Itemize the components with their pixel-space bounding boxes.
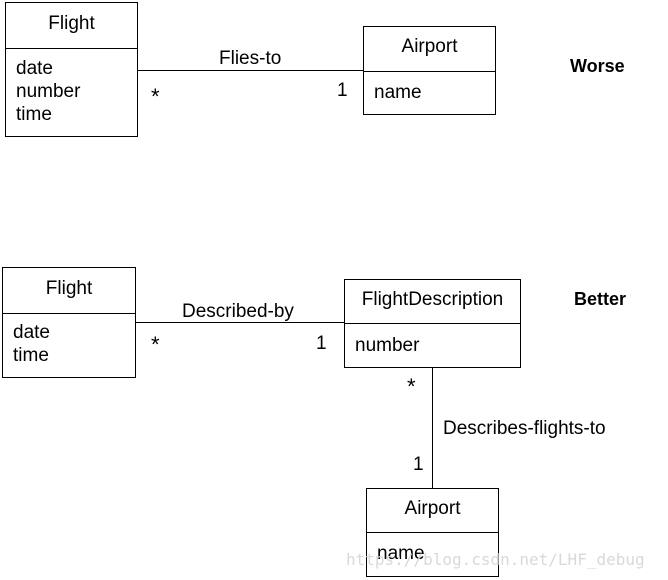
multiplicity-description: * (407, 374, 416, 399)
multiplicity-airport: 1 (413, 454, 424, 475)
association-line-described-by (136, 322, 345, 323)
attribute-name: name (377, 543, 425, 564)
association-label-flies-to: Flies-to (219, 48, 282, 69)
class-attributes: name (367, 533, 498, 565)
worse-airport-class: Airport name (363, 26, 496, 115)
watermark: https://blog.csdn.net/LHF_debug (346, 550, 645, 569)
class-name: Airport (364, 27, 495, 72)
multiplicity-airport: 1 (337, 80, 348, 101)
association-line-flies-to (138, 70, 363, 71)
class-name: FlightDescription (345, 280, 520, 324)
class-name: Flight (3, 268, 135, 314)
association-label-described-by: Described-by (182, 301, 294, 322)
multiplicity-flight: * (151, 332, 160, 357)
better-airport-class: Airport name (366, 488, 499, 577)
attribute-time: time (13, 345, 49, 366)
class-name: Flight (6, 3, 137, 49)
association-line-describes-flights-to (432, 368, 433, 489)
class-attributes: number (345, 324, 520, 357)
association-label-describes-flights-to: Describes-flights-to (443, 418, 606, 439)
better-tag: Better (574, 289, 627, 309)
class-attributes: date number time (6, 49, 137, 126)
better-flight-class: Flight date time (2, 267, 136, 378)
class-attributes: name (364, 72, 495, 104)
multiplicity-flight: * (151, 84, 160, 109)
attribute-date: date (13, 322, 50, 343)
flight-description-class: FlightDescription number (344, 279, 521, 368)
attribute-time: time (16, 104, 52, 125)
class-name: Airport (367, 489, 498, 533)
worse-tag: Worse (570, 56, 625, 76)
worse-flight-class: Flight date number time (5, 2, 138, 137)
multiplicity-description: 1 (316, 333, 327, 354)
attribute-date: date (16, 58, 53, 79)
attribute-number: number (16, 81, 81, 102)
attribute-number: number (355, 335, 420, 356)
attribute-name: name (374, 82, 422, 103)
class-attributes: date time (3, 314, 135, 367)
